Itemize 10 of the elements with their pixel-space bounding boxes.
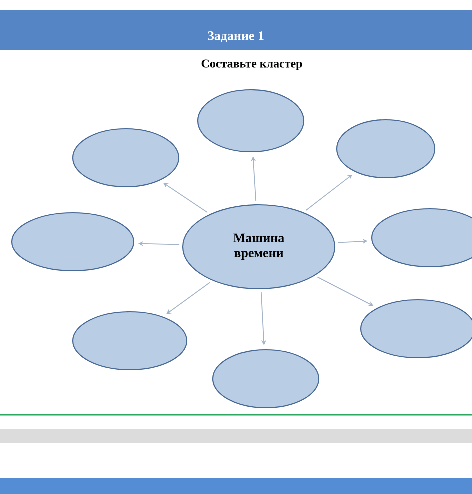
empty-ellipse bbox=[197, 89, 305, 153]
empty-ellipse bbox=[212, 349, 320, 409]
instruction: Составьте кластер bbox=[202, 60, 302, 70]
empty-ellipse bbox=[371, 208, 472, 268]
empty-ellipse bbox=[336, 119, 436, 179]
empty-ellipse bbox=[360, 299, 472, 359]
title: Задание 1 bbox=[208, 32, 264, 42]
empty-ellipse bbox=[72, 311, 188, 371]
empty-ellipse bbox=[11, 212, 135, 272]
empty-ellipse bbox=[72, 128, 180, 188]
